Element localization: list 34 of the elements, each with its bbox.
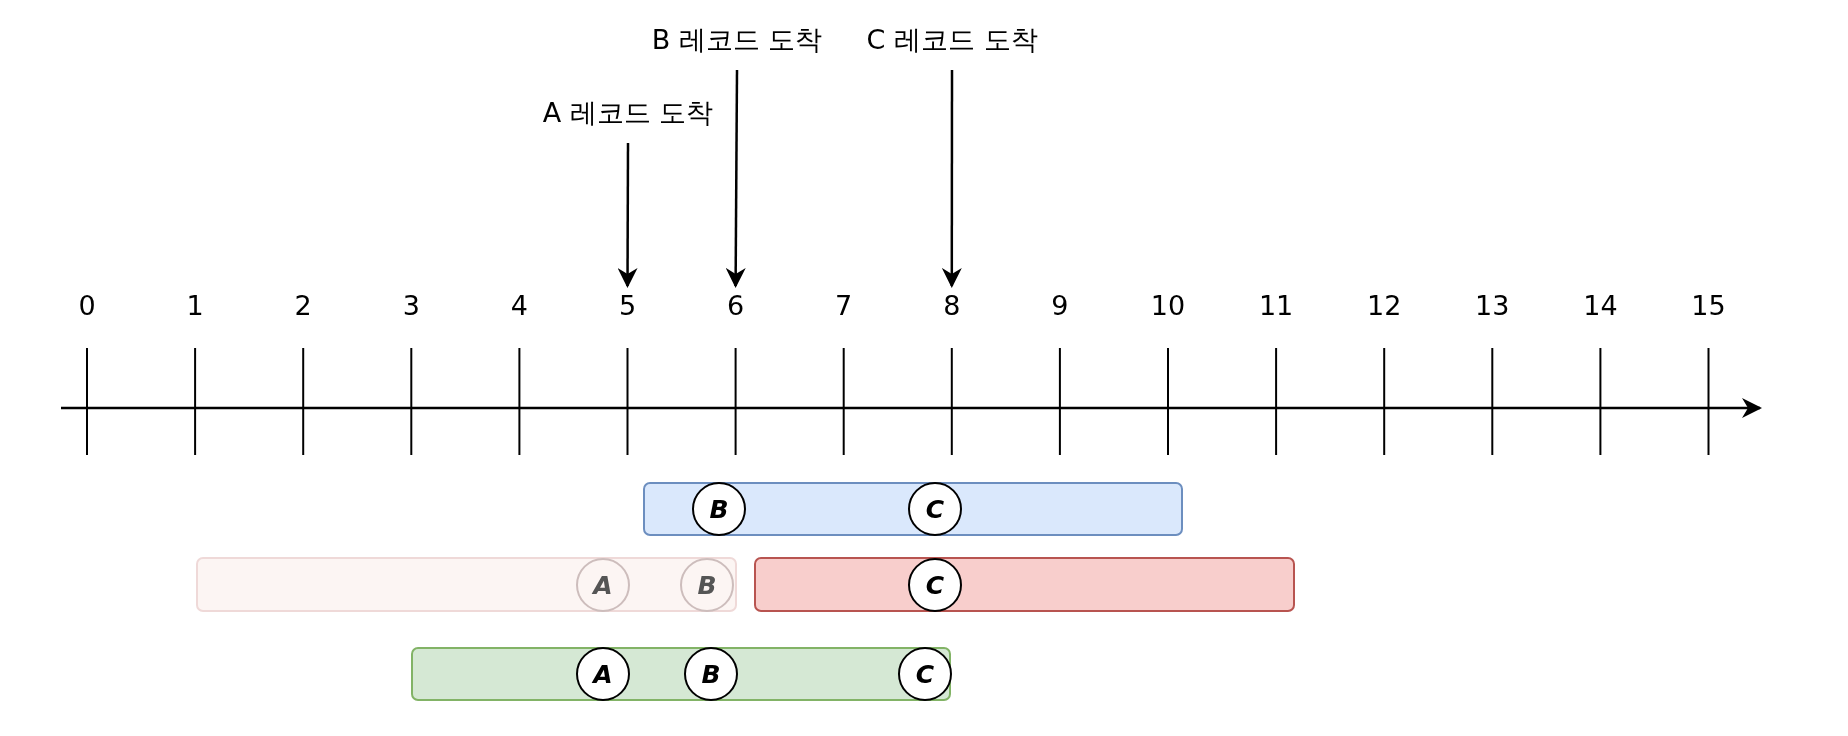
tick-label: 2 [294,290,312,321]
window-bar [411,647,951,701]
tick-label: 3 [402,290,420,321]
record-circle: B [692,482,746,536]
tick-label: 0 [78,290,96,321]
caption-text: C 레코드 도착 [866,22,1038,58]
tick-label: 10 [1150,290,1186,321]
tick-label: 13 [1475,290,1510,321]
record-circle: C [908,558,962,612]
tick-label: 6 [727,290,745,321]
tick-label: 15 [1691,290,1726,321]
tick-label: 1 [186,290,204,321]
caption-text: A 레코드 도착 [542,95,714,131]
window-bar [754,557,1295,612]
tick-label: 8 [943,290,961,321]
record-circle: A [576,647,630,701]
tick-label: 4 [510,290,528,321]
tick-label: 12 [1367,290,1402,321]
tick-label: 11 [1258,290,1294,321]
arrow [617,143,638,288]
tick-label: 5 [618,290,637,321]
caption-text: B 레코드 도착 [651,22,823,58]
tick-label: 14 [1583,290,1618,321]
window-bar [643,482,1183,536]
record-circle: B [680,558,734,612]
tick-label: 9 [1051,290,1069,321]
record-circle: C [898,647,952,701]
record-circle: C [908,482,962,536]
record-circle: A [576,558,630,612]
arrow [725,70,746,288]
arrow [941,70,962,288]
window-bar [196,557,737,612]
record-circle: B [684,647,738,701]
tick-label: 7 [835,290,853,321]
